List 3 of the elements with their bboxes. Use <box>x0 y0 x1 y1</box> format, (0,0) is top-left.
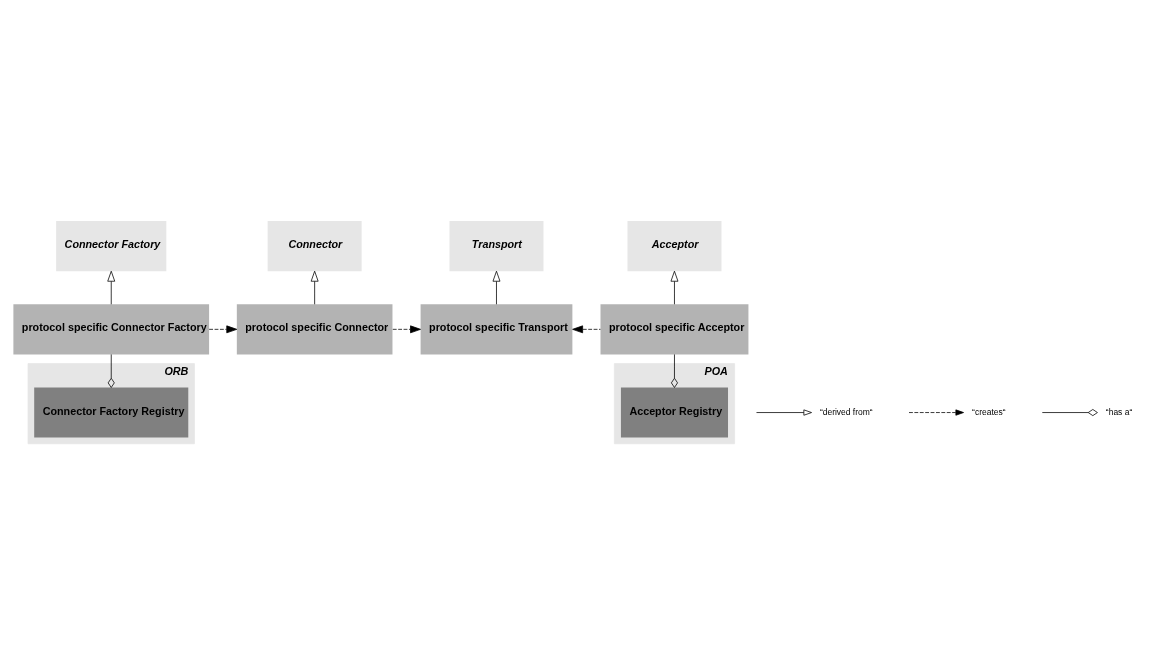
legend-label: “derived from“ <box>819 406 873 417</box>
legend-label: “creates“ <box>972 406 1006 417</box>
legend-label: “has a“ <box>1105 406 1133 417</box>
